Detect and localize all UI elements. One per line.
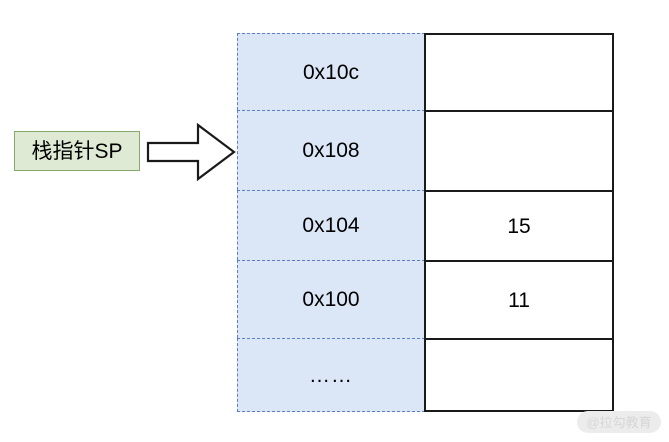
value-cell [424, 338, 614, 412]
address-cell: 0x10c [237, 33, 425, 110]
value-text: 15 [507, 214, 531, 238]
address-text: 0x108 [302, 139, 360, 162]
address-cell: 0x104 [237, 190, 425, 260]
table-row: 0x100 11 [237, 260, 614, 338]
stack-pointer-label-text: 栈指针SP [31, 139, 123, 163]
value-cell: 11 [424, 260, 614, 338]
value-text: 11 [508, 288, 530, 312]
address-text: 0x104 [302, 214, 360, 237]
value-cell [424, 33, 614, 110]
right-arrow-icon [146, 119, 236, 185]
value-cell: 15 [424, 190, 614, 260]
table-row: 0x104 15 [237, 190, 614, 260]
address-text: 0x10c [302, 60, 360, 84]
watermark-text: @拉勾教育 [586, 414, 652, 430]
address-cell: 0x108 [237, 110, 425, 190]
stack-pointer-label: 栈指针SP [14, 131, 140, 171]
watermark: @拉勾教育 [577, 411, 661, 433]
address-cell: …… [237, 338, 425, 412]
address-cell: 0x100 [237, 260, 425, 338]
table-row: …… [237, 338, 614, 412]
table-row: 0x108 [237, 110, 614, 190]
address-text: 0x100 [302, 288, 360, 311]
table-row: 0x10c [237, 33, 614, 110]
memory-table: 0x10c 0x108 0x104 15 0x100 [237, 33, 614, 412]
address-text: …… [309, 363, 353, 387]
value-cell [424, 110, 614, 190]
